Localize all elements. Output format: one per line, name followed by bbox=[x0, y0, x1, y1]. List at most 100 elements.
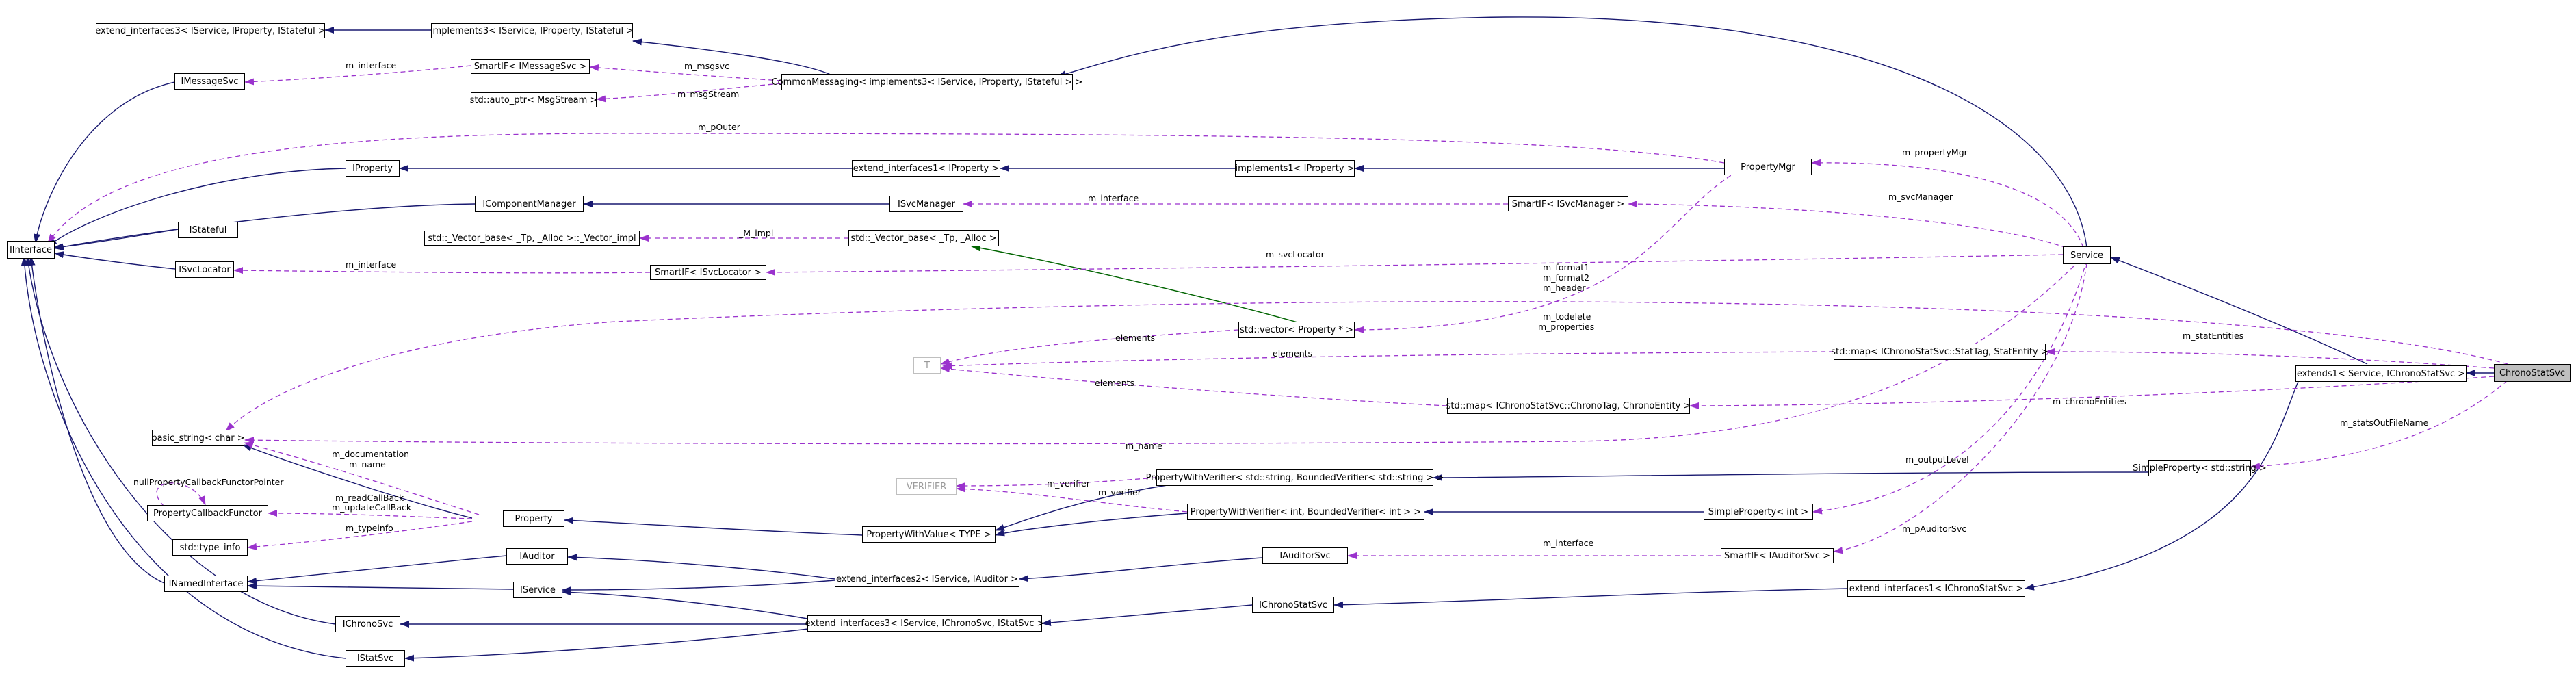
node-propertywithverifier-int[interactable]: PropertyWithVerifier< int, BoundedVerifi… bbox=[1187, 504, 1424, 520]
node-map-chronotag-chronoentity[interactable]: std::map< IChronoStatSvc::ChronoTag, Chr… bbox=[1446, 398, 1691, 414]
edge-inherit-n33-n35 bbox=[995, 513, 1188, 537]
node-implements1-iproperty[interactable]: implements1< IProperty > bbox=[1235, 160, 1355, 177]
edge-inherit-n28-n30 bbox=[1433, 471, 2149, 481]
edge-inherit-n46-n45 bbox=[1333, 588, 1848, 608]
edge-use-n33-n29 bbox=[956, 485, 1188, 513]
edge-label: m_statEntities bbox=[2183, 331, 2243, 341]
node-extends1-service-ichronostatsvc[interactable]: extends1< Service, IChronoStatSvc > bbox=[2295, 365, 2467, 382]
edge-inherit-n3-n15 bbox=[33, 81, 175, 244]
edge-label: m_outputLevel bbox=[1905, 454, 1969, 465]
edge-use-n10-n21 bbox=[1354, 170, 1739, 333]
edge-label: m_name bbox=[1126, 441, 1162, 451]
node-implements3-service-property-stateful[interactable]: implements3< IService, IProperty, IState… bbox=[430, 23, 634, 38]
edge-use-n23-n22 bbox=[942, 351, 1834, 370]
node-ichronostatsvc[interactable]: IChronoStatSvc bbox=[1252, 597, 1334, 613]
edge-inherit-n44-n42 bbox=[562, 589, 808, 619]
node-propertymgr[interactable]: PropertyMgr bbox=[1724, 159, 1812, 175]
edge-label: m_verifier bbox=[1047, 478, 1091, 489]
node-smartif-isvclocator[interactable]: SmartIF< ISvcLocator > bbox=[650, 265, 766, 280]
node-extend-interfaces3-service-property-stateful[interactable]: extend_interfaces3< IService, IProperty,… bbox=[95, 23, 326, 38]
edge-use-n4-n3 bbox=[244, 65, 471, 86]
edge-use-n32-n31 bbox=[268, 510, 473, 519]
edge-inherit-n5-n2 bbox=[632, 38, 835, 77]
node-extend-interfaces2-service-auditor[interactable]: extend_interfaces2< IService, IAuditor > bbox=[835, 571, 1019, 587]
node-icomponentmanager[interactable]: IComponentManager bbox=[475, 196, 584, 212]
edge-template-n21-n17 bbox=[971, 244, 1301, 324]
node-basic-string-char[interactable]: basic_string< char > bbox=[151, 430, 245, 446]
edge-label: m_interface bbox=[1088, 193, 1139, 203]
node-inamedinterface[interactable]: INamedInterface bbox=[164, 576, 248, 592]
edge-label: m_todelete bbox=[1543, 311, 1591, 322]
edge-label: m_format1 bbox=[1543, 262, 1589, 272]
edge-inherit-n24-n46 bbox=[2025, 379, 2300, 591]
edge-use-n20-n10 bbox=[1811, 159, 2084, 248]
edge-label: elements bbox=[1273, 348, 1312, 359]
edge-use-n20-n39 bbox=[1833, 263, 2087, 554]
edge-label: m_msgStream bbox=[677, 89, 739, 99]
edge-inherit-n20-n5 bbox=[1056, 16, 2087, 248]
node-vector-base[interactable]: std::_Vector_base< _Tp, _Alloc > bbox=[848, 230, 999, 246]
node-isvclocator[interactable]: ISvcLocator bbox=[175, 261, 234, 278]
node-istatsvc[interactable]: IStatSvc bbox=[346, 650, 405, 667]
edge-use-n31-n31 bbox=[156, 482, 206, 507]
node-map-stattag-statentity[interactable]: std::map< IChronoStatSvc::StatTag, StatE… bbox=[1831, 344, 2048, 360]
node-simpleproperty-int[interactable]: SimpleProperty< int > bbox=[1704, 504, 1813, 520]
edge-label: m_msgsvc bbox=[684, 61, 729, 71]
edge-label: m_updateCallBack bbox=[332, 502, 412, 513]
edge-inherit-n18-n15 bbox=[54, 251, 176, 270]
edge-label: m_propertyMgr bbox=[1902, 147, 1968, 157]
node-isvcmanager[interactable]: ISvcManager bbox=[889, 196, 963, 212]
node-istateful[interactable]: IStateful bbox=[178, 222, 238, 238]
edge-inherit-n37-n41 bbox=[247, 555, 507, 584]
node-extend-interfaces1-ichronostatsvc[interactable]: extend_interfaces1< IChronoStatSvc > bbox=[1847, 580, 2025, 597]
node-chronostatsvc[interactable]: ChronoStatSvc bbox=[2494, 364, 2571, 382]
edge-label: m_interface bbox=[346, 259, 396, 270]
node-propertywithvalue-type[interactable]: PropertyWithValue< TYPE > bbox=[862, 526, 996, 543]
node-extend-interfaces3-service-chronosvc-statsvc[interactable]: extend_interfaces3< IService, IChronoSvc… bbox=[805, 615, 1044, 632]
node-iservice[interactable]: IService bbox=[513, 582, 562, 598]
edge-label: m_pAuditorSvc bbox=[1902, 524, 1966, 534]
node-imessagesvc[interactable]: IMessageSvc bbox=[174, 73, 245, 90]
edge-label: m_header bbox=[1543, 283, 1586, 293]
node-std-type-info[interactable]: std::type_info bbox=[172, 539, 248, 556]
node-iproperty[interactable]: IProperty bbox=[346, 160, 400, 177]
node-iauditorsvc[interactable]: IAuditorSvc bbox=[1262, 547, 1348, 564]
edge-inherit-n45-n44 bbox=[1041, 604, 1253, 626]
edge-label: nullPropertyCallbackFunctorPointer bbox=[133, 477, 284, 487]
edge-inherit-n12-n15 bbox=[54, 203, 476, 250]
edge-use-n20-n34 bbox=[1812, 259, 2087, 515]
node-auto-ptr-msgstream[interactable]: std::auto_ptr< MsgStream > bbox=[470, 92, 597, 107]
edge-use-n5-n4 bbox=[589, 64, 782, 81]
edge-use-n25-n23 bbox=[2045, 348, 2495, 369]
node-iauditor[interactable]: IAuditor bbox=[506, 548, 568, 565]
node-smartif-isvcmanager[interactable]: SmartIF< ISvcManager > bbox=[1508, 196, 1628, 211]
edge-use-n32-n36 bbox=[247, 521, 473, 550]
node-propertycallbackfunctor[interactable]: PropertyCallbackFunctor bbox=[147, 505, 268, 521]
edge-inherit-n41-n15 bbox=[28, 256, 165, 584]
edge-label: m_svcLocator bbox=[1266, 249, 1325, 259]
edge-use-n26-n22 bbox=[940, 365, 1448, 406]
node-verifier[interactable]: VERIFIER bbox=[896, 478, 957, 495]
edge-inherit-n35-n32 bbox=[564, 517, 863, 536]
edge-use-n25-n26 bbox=[1689, 376, 2495, 409]
node-propertywithverifier-string[interactable]: PropertyWithVerifier< std::string, Bound… bbox=[1146, 469, 1444, 486]
edge-inherit-n38-n40 bbox=[1019, 557, 1263, 582]
node-template-t[interactable]: T bbox=[913, 357, 941, 374]
node-service[interactable]: Service bbox=[2063, 246, 2111, 264]
node-iinterface[interactable]: IInterface bbox=[7, 241, 55, 259]
node-vector-base-vector-impl[interactable]: std::_Vector_base< _Tp, _Alloc >::_Vecto… bbox=[424, 231, 640, 246]
node-vector-property-ptr[interactable]: std::vector< Property * > bbox=[1238, 322, 1355, 338]
edge-use-n20-n14 bbox=[1628, 201, 2067, 248]
node-extend-interfaces1-iproperty[interactable]: extend_interfaces1< IProperty > bbox=[852, 160, 1000, 177]
node-property[interactable]: Property bbox=[503, 510, 564, 527]
node-simpleproperty-string[interactable]: SimpleProperty< std::string > bbox=[2133, 460, 2267, 476]
edge-label: m_typeinfo bbox=[346, 523, 393, 533]
node-ichronosvc[interactable]: IChronoSvc bbox=[335, 616, 400, 632]
node-smartif-iauditorsvc[interactable]: SmartIF< IAuditorSvc > bbox=[1721, 548, 1834, 563]
node-commonmessaging[interactable]: CommonMessaging< implements3< IService, … bbox=[772, 74, 1082, 90]
edge-use-n5-n6 bbox=[596, 83, 782, 103]
node-smartif-imessagesvc[interactable]: SmartIF< IMessageSvc > bbox=[471, 59, 590, 74]
edge-inherit-n24-n20 bbox=[2110, 257, 2368, 365]
